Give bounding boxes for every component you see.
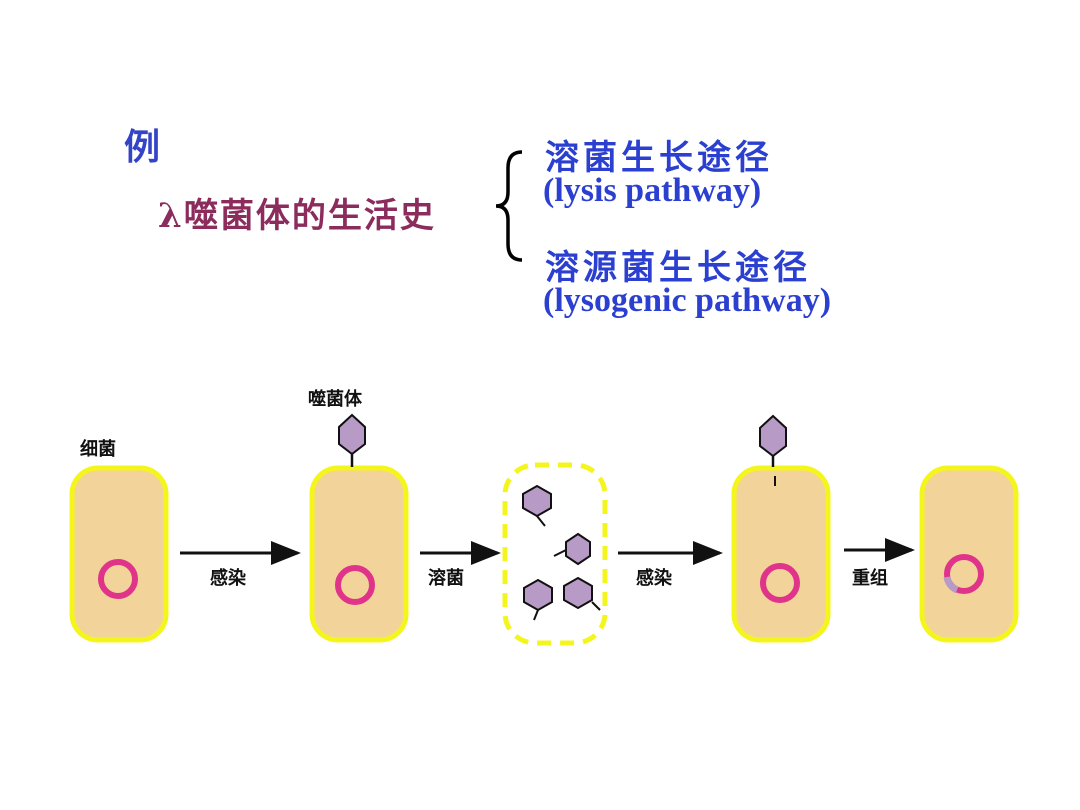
- step-label-lysis: 溶菌: [428, 567, 464, 589]
- lysis-pathway-en: (lysis pathway): [543, 172, 762, 209]
- phage-icon: [563, 576, 601, 611]
- phage-icon: [523, 578, 553, 621]
- integrated-prophage: [943, 576, 959, 594]
- dna-ring: [944, 554, 984, 594]
- phage-life-cycle-diagram: 细菌 噬菌体 感染 溶菌: [69, 388, 1019, 646]
- dna-ring: [760, 563, 800, 603]
- phage-icon: [338, 413, 366, 467]
- bacterium-label: 细菌: [80, 438, 116, 460]
- lysogenic-pathway-zh: 溶源菌生长途径: [545, 248, 811, 288]
- dna-ring: [98, 559, 138, 599]
- bacterium-cell-2: [309, 413, 409, 643]
- step-label-infection-1: 感染: [210, 567, 247, 589]
- bacterium-cell-1: [69, 465, 169, 643]
- step-label-recombination: 重组: [852, 567, 888, 589]
- curly-brace: [495, 150, 523, 262]
- bacterium-cell-4: [731, 414, 831, 643]
- phage-icon: [553, 532, 591, 566]
- step-label-infection-2: 感染: [636, 567, 673, 589]
- phage-icon: [522, 484, 552, 527]
- lysogenic-pathway-en: (lysogenic pathway): [543, 282, 832, 319]
- example-label: 例: [124, 126, 161, 168]
- bacterium-cell-5: [919, 465, 1019, 643]
- dna-ring: [335, 565, 375, 605]
- subject-title: λ噬菌体的生活史: [158, 196, 436, 236]
- phage-icon: [759, 414, 787, 486]
- phage-label: 噬菌体: [308, 388, 363, 410]
- lysis-pathway-zh: 溶菌生长途径: [545, 138, 773, 178]
- lysed-cell: [502, 462, 608, 646]
